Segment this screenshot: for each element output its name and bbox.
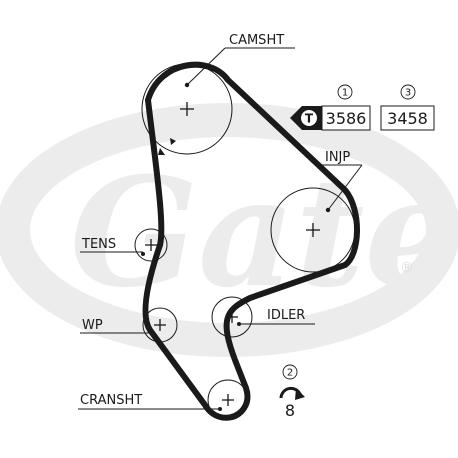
spec-marker-3: 3 [405,88,411,99]
crankshaft-pulley [207,379,249,421]
injection-pump-leader [327,164,363,211]
water-pump-label: WP [82,318,103,333]
tool-tag-icon: T [290,106,322,130]
spec-marker-1: 1 [342,88,348,99]
crankshaft-label: CRANSHT [80,393,142,408]
timing-belt [142,61,360,421]
spec-value-3: 3458 [387,109,428,128]
rotation-indicator: 2 8 [279,364,305,420]
tensioner-pulley [134,228,168,262]
camshaft-leader [186,47,226,86]
spec-callout-1: 1 [337,84,353,100]
rotation-steps: 8 [285,401,295,420]
rotate-arrow-icon [279,386,305,400]
spec-value-1: 3586 [326,109,367,128]
spec-box-3: 3458 [380,105,435,131]
idler-pulley [211,296,253,338]
injection-pump-label: INJP [325,150,350,165]
tensioner-mark [141,252,145,256]
tool-tag-glyph: T [305,112,314,126]
camshaft-timing-arrows-icon [158,138,176,155]
idler-label: IDLER [267,308,305,323]
rotation-marker-2: 2 [287,368,293,379]
watermark-registered: ® [400,260,414,276]
spec-box-1: 3586 [321,105,371,131]
injection-pump-pulley [270,187,356,273]
spec-callout-3: 3 [400,84,416,100]
camshaft-label: CAMSHT [229,33,284,48]
tensioner-label: TENS [81,237,116,252]
